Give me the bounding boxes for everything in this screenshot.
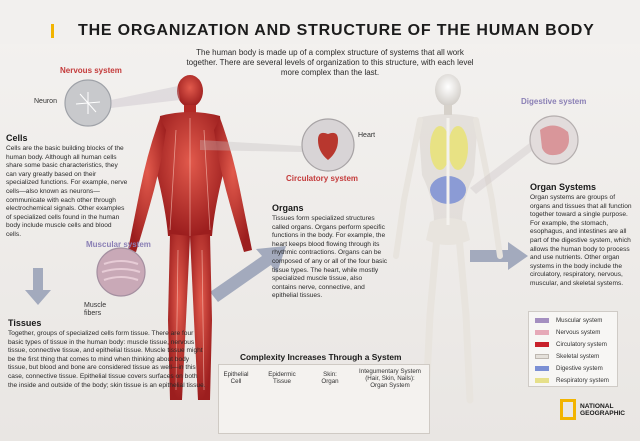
- legend-item: Muscular system: [535, 316, 602, 325]
- organs-title: Organs: [272, 203, 304, 213]
- legend-label: Respiratory system: [556, 377, 609, 384]
- organ-systems-title: Organ Systems: [530, 182, 597, 192]
- muscular-system-label: Muscular system: [86, 240, 151, 249]
- legend-label: Nervous system: [556, 329, 601, 336]
- legend-label: Skeletal system: [556, 353, 600, 360]
- organ-systems-text: Organ systems are groups of organs and t…: [530, 194, 632, 287]
- legend-swatch: [535, 330, 549, 335]
- muscle-fibers-callout: [96, 247, 146, 297]
- heart-icon: [318, 132, 338, 160]
- step-integumentary-system-label: Integumentary System (Hair, Skin, Nails)…: [359, 368, 421, 389]
- circulatory-figure: [128, 75, 252, 400]
- stomach-icon: [540, 125, 569, 156]
- legend: Muscular system Nervous system Circulato…: [528, 311, 618, 387]
- organs-text: Tissues form specialized structures call…: [272, 215, 388, 300]
- muscle-fibers-label: Muscle fibers: [84, 302, 107, 317]
- page-title: THE ORGANIZATION AND STRUCTURE OF THE HU…: [78, 22, 595, 39]
- complexity-panel: [218, 364, 430, 434]
- neuron-label: Neuron: [34, 98, 57, 105]
- muscle-fibers-icon: [101, 260, 141, 281]
- legend-item: Nervous system: [535, 328, 600, 337]
- legend-label: Muscular system: [556, 317, 603, 324]
- tissues-title: Tissues: [8, 318, 42, 328]
- legend-swatch: [535, 318, 549, 323]
- digestive-system-label: Digestive system: [521, 97, 587, 106]
- legend-item: Skeletal system: [535, 352, 599, 361]
- legend-swatch: [535, 366, 549, 371]
- step-epidermic-tissue-label: Epidermic Tissue: [268, 371, 296, 385]
- complexity-title: Complexity Increases Through a System: [240, 352, 402, 362]
- legend-item: Circulatory system: [535, 340, 607, 349]
- legend-swatch: [535, 378, 549, 383]
- heart-label: Heart: [358, 132, 376, 139]
- national-geographic-logo-text: NATIONAL GEOGRAPHIC: [580, 403, 626, 418]
- arrow-cells-to-tissues: [25, 268, 51, 305]
- title-accent-bar: [51, 24, 54, 38]
- step-epithelial-cell-label: Epithelial Cell: [223, 371, 249, 385]
- intro-text: The human body is made up of a complex s…: [186, 48, 474, 77]
- skeleton-figure: [393, 74, 503, 404]
- header-bar: [0, 0, 640, 44]
- cells-text: Cells are the basic building blocks of t…: [6, 145, 128, 238]
- legend-label: Digestive system: [556, 365, 603, 372]
- legend-item: Respiratory system: [535, 376, 609, 385]
- nervous-system-label: Nervous system: [60, 66, 122, 75]
- tissues-text: Together, groups of specialized cells fo…: [8, 330, 206, 389]
- legend-label: Circulatory system: [556, 341, 607, 348]
- legend-item: Digestive system: [535, 364, 603, 373]
- cells-title: Cells: [6, 133, 28, 143]
- legend-swatch: [535, 342, 549, 347]
- neuron-icon: [75, 92, 101, 114]
- step-skin-organ-label: Skin: Organ: [321, 371, 339, 385]
- national-geographic-logo-frame: [560, 399, 576, 420]
- circulatory-system-label: Circulatory system: [286, 174, 359, 183]
- legend-swatch: [535, 354, 549, 359]
- arrow-tissues-to-organs: [210, 246, 286, 302]
